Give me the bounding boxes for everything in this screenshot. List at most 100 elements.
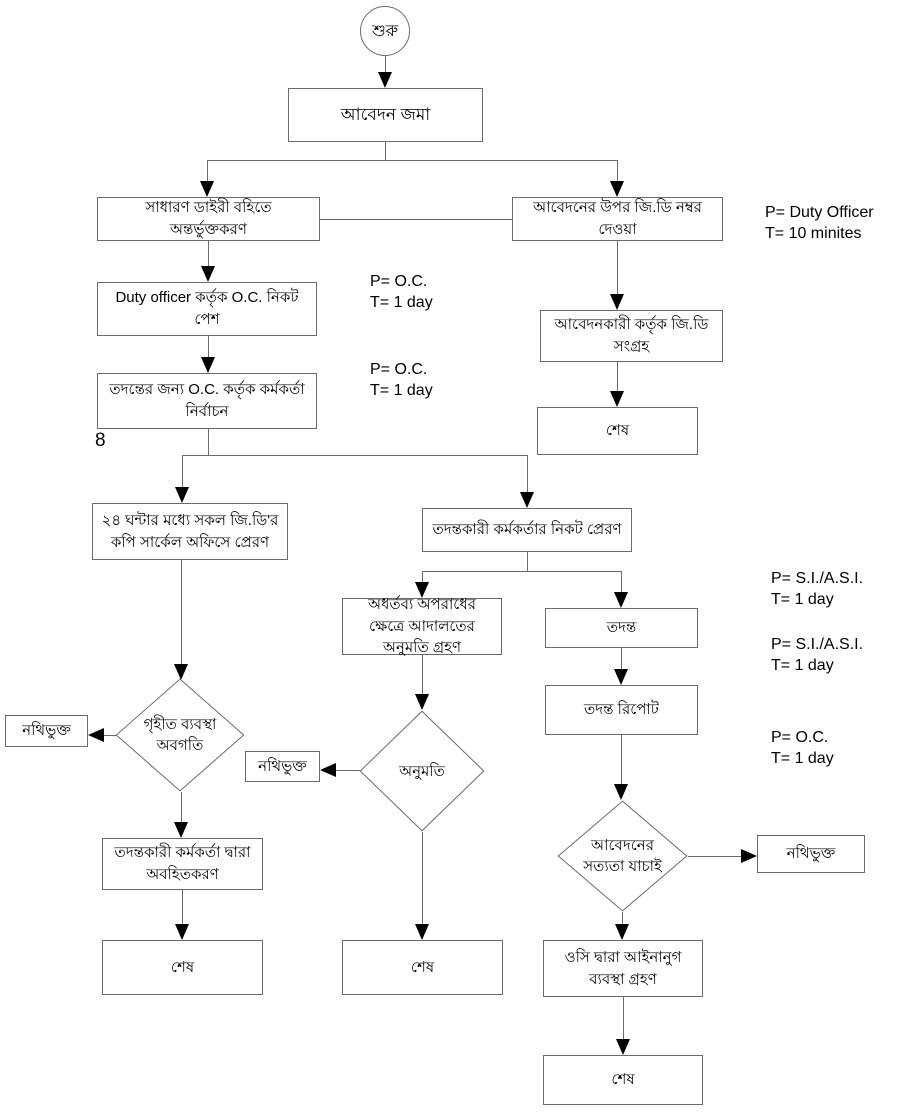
arrowhead-down-icon [415,694,429,710]
arrowhead-down-icon [175,924,189,940]
arrowhead-left-icon [88,728,104,742]
connector-line [617,241,618,295]
connector-line [422,655,423,695]
diamond-shape [557,800,688,912]
arrowhead-down-icon [615,924,629,940]
annotation-line: T= 1 day [370,382,433,399]
connector-line [320,219,512,220]
terminator-end-bottom-right: শেষ [543,1055,703,1105]
connector-line [617,362,618,392]
process-copies-to-circle-office: ২৪ ঘন্টার মধ্যে সকল জি.ডি'র কপি সার্কেল … [92,503,288,560]
connector-line [688,856,742,857]
process-court-permission: অধর্তব্য অপরাধের ক্ষেত্রে আদালতের অনুমতি… [342,596,502,656]
annotation-line: T= 1 day [771,750,834,767]
process-oc-legal-action: ওসি দ্বারা আইনানুগ ব্যবস্থা গ্রহণ [543,940,703,997]
annotation-line: P= S.I./A.S.I. [771,636,864,653]
process-investigation-report: তদন্ত রিপোট [545,685,698,735]
arrowhead-down-icon [610,391,624,407]
terminator-end-left: শেষ [102,940,263,995]
decision-verify-application: আবেদনের সত্যতা যাচাই [557,800,688,912]
annotation-line: P= S.I./A.S.I. [771,570,864,587]
process-gd-book-entry: সাধারণ ডাইরী বহিতে অন্তর্ভুক্তকরণ [97,197,320,241]
connector-line [181,560,182,665]
connector-line [208,336,209,358]
arrowhead-down-icon [614,784,628,800]
process-duty-officer-to-oc: Duty officer কর্তৃক O.C. নিকট পেশ [97,282,317,336]
decision-action-taken-notice: গৃহীত ব্যবস্থা অবগতি [115,678,245,792]
process-submit-application: আবেদন জমা [288,88,483,142]
decision-label: অনুমতি [399,762,445,780]
connector-line [335,770,360,771]
connector-line [181,792,182,823]
connector-line [385,142,386,161]
connector-line [621,571,622,593]
diamond-shape [359,710,485,832]
annotation-line: P= Duty Officer [765,204,874,221]
start-node: শুরু [360,6,410,56]
annotation-si-asi-a: P= S.I./A.S.I. T= 1 day [771,568,863,610]
process-recorded-left: নথিভুক্ত [5,715,88,747]
connector-line [182,890,183,925]
arrowhead-down-icon [415,582,429,598]
arrowhead-down-icon [201,357,215,373]
arrowhead-down-icon [174,664,188,680]
diamond-shape [115,678,245,792]
annotation-line: T= 1 day [771,657,834,674]
annotation-si-asi-b: P= S.I./A.S.I. T= 1 day [771,634,863,676]
connector-line [422,832,423,925]
arrowhead-down-icon [610,181,624,197]
arrowhead-down-icon [616,1039,630,1055]
arrowhead-down-icon [378,72,392,88]
annotation-duty-officer: P= Duty Officer T= 10 minites [765,202,874,244]
annotation-oc-1day-a: P= O.C. T= 1 day [370,271,433,313]
connector-line [527,552,528,572]
annotation-line: T= 1 day [771,591,834,608]
arrowhead-down-icon [614,592,628,608]
connector-line [102,735,116,736]
decision-permission: অনুমতি [359,710,485,832]
arrowhead-down-icon [174,822,188,838]
process-send-to-io: তদন্তকারী কর্মকর্তার নিকট প্রেরণ [422,508,632,552]
annotation-line: T= 1 day [370,294,433,311]
decision-label: আবেদনের সত্যতা যাচাই [583,837,662,875]
terminator-end-right-top: শেষ [537,407,698,455]
annotation-oc-1day-c: P= O.C. T= 1 day [771,727,834,769]
arrowhead-right-icon [741,849,757,863]
connector-line [422,571,622,572]
connector-line [207,160,618,161]
process-recorded-middle: নথিভুক্ত [245,751,320,782]
annotation-oc-1day-b: P= O.C. T= 1 day [370,359,433,401]
process-recorded-right: নথিভুক্ত [757,835,865,873]
process-investigation: তদন্ত [545,608,698,648]
connector-line [621,648,622,670]
connector-line [182,455,183,488]
arrowhead-down-icon [175,487,189,503]
connector-line [622,912,623,925]
annotation-line: P= O.C. [370,273,428,290]
connector-line [527,455,528,493]
arrowhead-down-icon [610,294,624,310]
connector-line [617,160,618,182]
connector-line [385,56,386,74]
connector-line [621,735,622,785]
annotation-line: P= O.C. [771,729,829,746]
page-number: 8 [95,430,106,451]
arrowhead-down-icon [614,669,628,685]
decision-label: গৃহীত ব্যবস্থা অবগতি [143,716,217,754]
arrowhead-down-icon [200,181,214,197]
process-inform-by-io: তদন্তকারী কর্মকর্তা দ্বারা অবহিতকরণ [102,838,263,890]
arrowhead-down-icon [201,266,215,282]
connector-line [208,241,209,267]
terminator-end-middle: শেষ [342,940,503,995]
annotation-line: T= 10 minites [765,225,862,242]
process-applicant-collects-gd: আবেদনকারী কর্তৃক জি.ডি সংগ্রহ [540,310,723,362]
arrowhead-left-icon [320,763,336,777]
process-gd-number-on-application: আবেদনের উপর জি.ডি নম্বর দেওয়া [512,197,723,241]
connector-line [207,160,208,182]
connector-line [623,997,624,1040]
connector-line [208,429,209,456]
connector-line [422,571,423,583]
arrowhead-down-icon [415,924,429,940]
annotation-line: P= O.C. [370,361,428,378]
